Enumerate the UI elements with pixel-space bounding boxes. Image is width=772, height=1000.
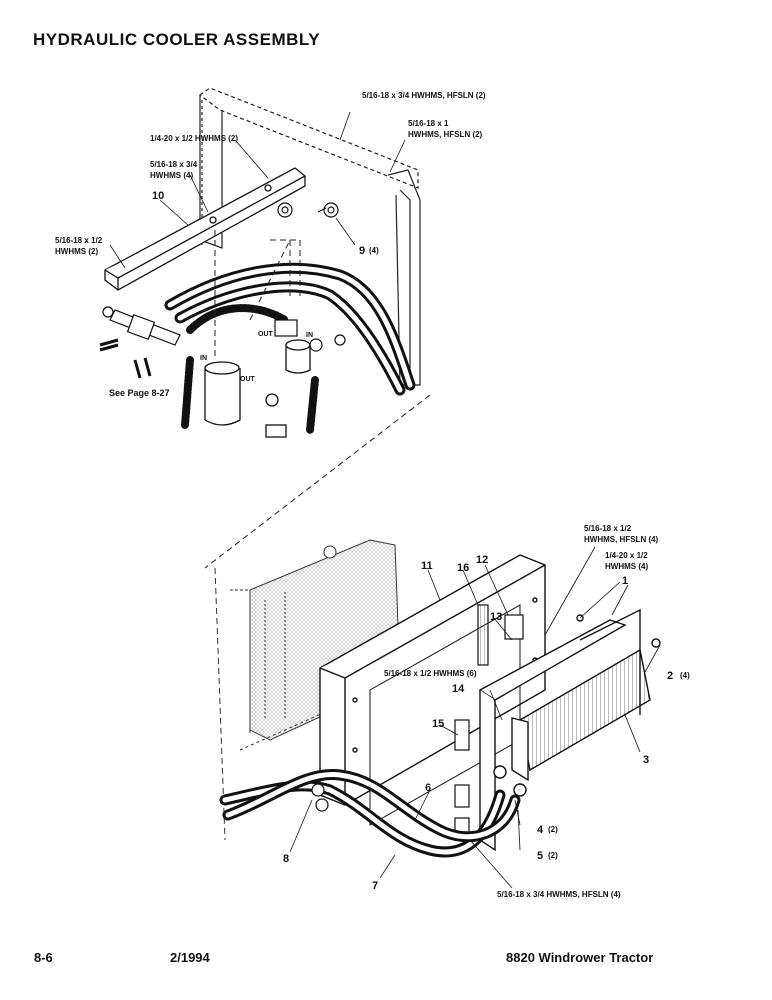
part-number-15: 15 — [432, 718, 444, 730]
leader-lines-top — [109, 111, 406, 269]
part-number-12: 12 — [476, 554, 488, 566]
callout-top-4a: 5/16-18 x 3/4 — [150, 160, 198, 169]
callout-top-5a: 5/16-18 x 1/2 — [55, 236, 103, 245]
part-qty-4: (2) — [548, 825, 558, 834]
callout-top-1: 5/16-18 x 3/4 HWHMS, HFSLN (2) — [362, 91, 486, 100]
part-number-4: 4 — [537, 824, 544, 836]
port-label-in-2: IN — [306, 332, 313, 339]
leader-lines-bottom — [289, 546, 661, 889]
port-label-in-1: IN — [200, 355, 207, 362]
part-number-2: 2 — [667, 670, 673, 682]
part-number-11: 11 — [421, 560, 433, 572]
valve-fittings — [99, 306, 346, 379]
hose-clamps — [277, 202, 339, 218]
page-title: HYDRAULIC COOLER ASSEMBLY — [33, 30, 321, 49]
connector-leader-lines — [204, 230, 431, 569]
part-number-7: 7 — [372, 880, 378, 892]
callout-top-2a: 5/16-18 x 1 — [408, 119, 449, 128]
upper-frame — [198, 87, 421, 386]
callout-bottom-3: 5/16-18 x 1/2 HWHMS (6) — [384, 669, 477, 678]
callout-bottom-2a: 1/4-20 x 1/2 — [605, 551, 648, 560]
part-number-13: 13 — [490, 611, 502, 623]
part-qty-5: (2) — [548, 851, 558, 860]
part-number-16: 16 — [457, 562, 469, 574]
callout-top-5b: HWHMS (2) — [55, 247, 98, 256]
callout-bottom-2b: HWHMS (4) — [605, 562, 648, 571]
part-number-6: 6 — [425, 782, 431, 794]
callout-bottom-4: 5/16-18 x 3/4 HWHMS, HFSLN (4) — [497, 890, 621, 899]
port-label-out-2: OUT — [258, 331, 274, 338]
port-label-out-1: OUT — [240, 376, 256, 383]
part-number-3: 3 — [643, 754, 649, 766]
callout-top-4b: HWHMS (4) — [150, 171, 193, 180]
filter-canisters — [204, 339, 311, 438]
callout-bottom-1b: HWHMS, HFSLN (4) — [584, 535, 659, 544]
hydraulic-hoses-lower — [219, 768, 521, 858]
page-number: 8-6 — [34, 950, 53, 965]
part-qty-9: (4) — [369, 246, 379, 255]
part-number-1: 1 — [622, 575, 628, 587]
part-number-9: 9 — [359, 245, 365, 257]
revision-date: 2/1994 — [170, 950, 210, 965]
part-number-5: 5 — [537, 850, 543, 862]
part-number-8: 8 — [283, 853, 289, 865]
callout-top-2b: HWHMS, HFSLN (2) — [408, 130, 483, 139]
mounting-bar-10 — [104, 167, 306, 291]
part-qty-2: (4) — [680, 671, 690, 680]
part-number-10: 10 — [152, 190, 164, 202]
hydraulic-hoses-upper — [164, 262, 416, 434]
model-name: 8820 Windrower Tractor — [506, 950, 654, 965]
part-number-14: 14 — [452, 683, 465, 695]
callout-see-page: See Page 8-27 — [109, 388, 170, 398]
callout-top-3: 1/4-20 x 1/2 HWHMS (2) — [150, 134, 238, 143]
callout-bottom-1a: 5/16-18 x 1/2 — [584, 524, 632, 533]
